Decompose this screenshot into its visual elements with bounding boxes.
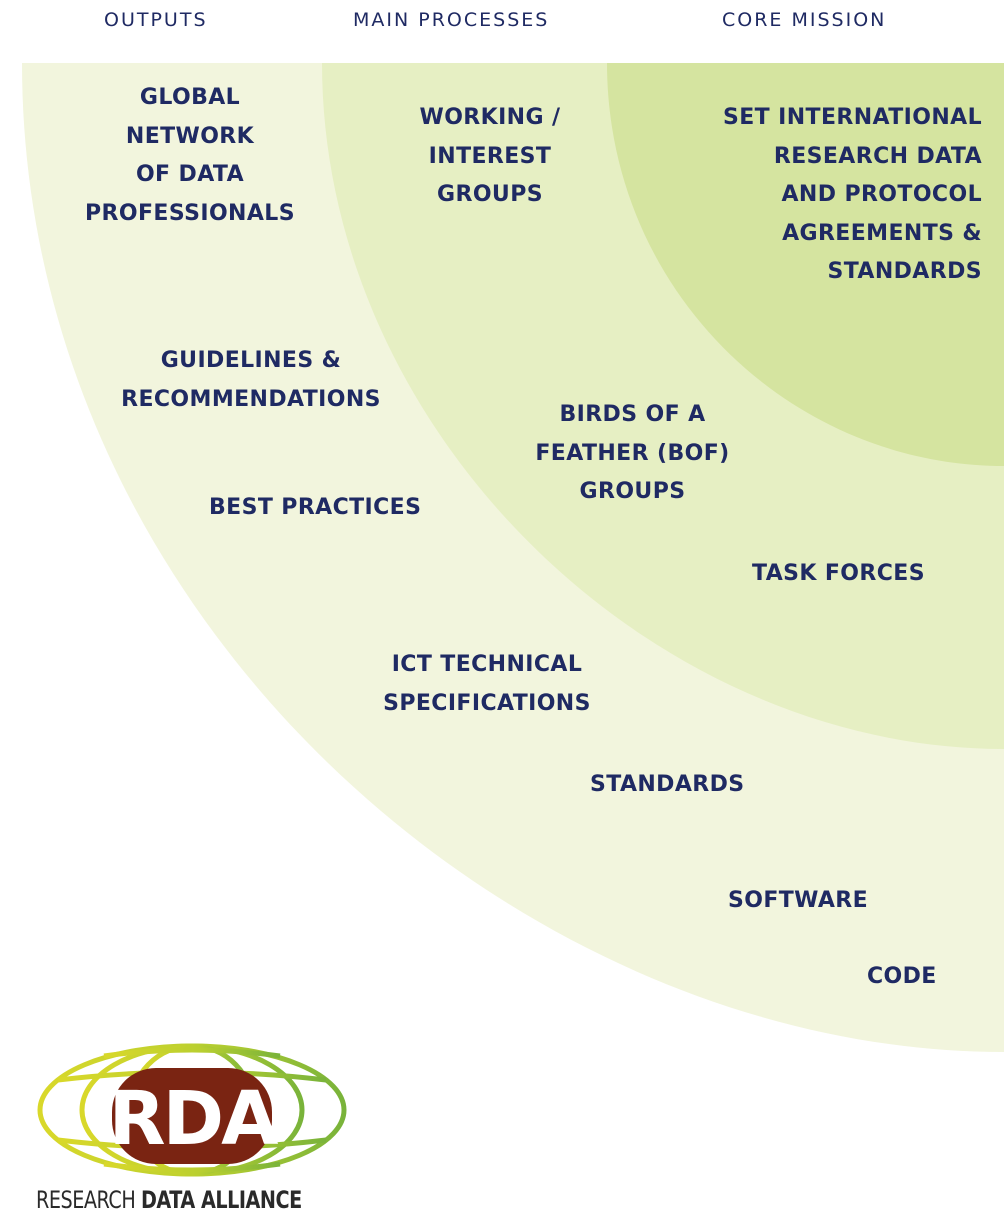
core-mission-header: CORE MISSION [722, 9, 887, 31]
rda-logo: RDA [37, 1043, 347, 1177]
caption-research: RESEARCH [36, 1186, 141, 1214]
best-practices-label: BEST PRACTICES [209, 495, 422, 520]
global-network-label: GLOBAL NETWORK OF DATA PROFESSIONALS [85, 85, 295, 226]
code-label: CODE [867, 964, 937, 989]
guidelines-label: GUIDELINES & RECOMMENDATIONS [121, 348, 381, 412]
standards-output-label: STANDARDS [590, 772, 745, 797]
software-label: SOFTWARE [728, 888, 869, 913]
rda-badge [112, 1068, 272, 1164]
research-data-alliance-caption: RESEARCH DATA ALLIANCE [36, 1186, 302, 1214]
birds-of-feather-label: BIRDS OF A FEATHER (BOF) GROUPS [535, 402, 730, 504]
rda-mark: RDA [109, 1076, 278, 1162]
task-forces-label: TASK FORCES [752, 561, 925, 586]
working-groups-label: WORKING / INTEREST GROUPS [419, 105, 561, 207]
main-processes-header: MAIN PROCESSES [353, 9, 550, 31]
outputs-header: OUTPUTS [104, 9, 208, 31]
ict-specifications-label: ICT TECHNICAL SPECIFICATIONS [383, 652, 591, 716]
core-mission-ring [607, 63, 1004, 466]
caption-data: DATA [140, 1186, 201, 1214]
caption-alliance: ALLIANCE [201, 1186, 302, 1214]
core-mission-label: SET INTERNATIONAL RESEARCH DATA AND PROT… [723, 105, 982, 284]
